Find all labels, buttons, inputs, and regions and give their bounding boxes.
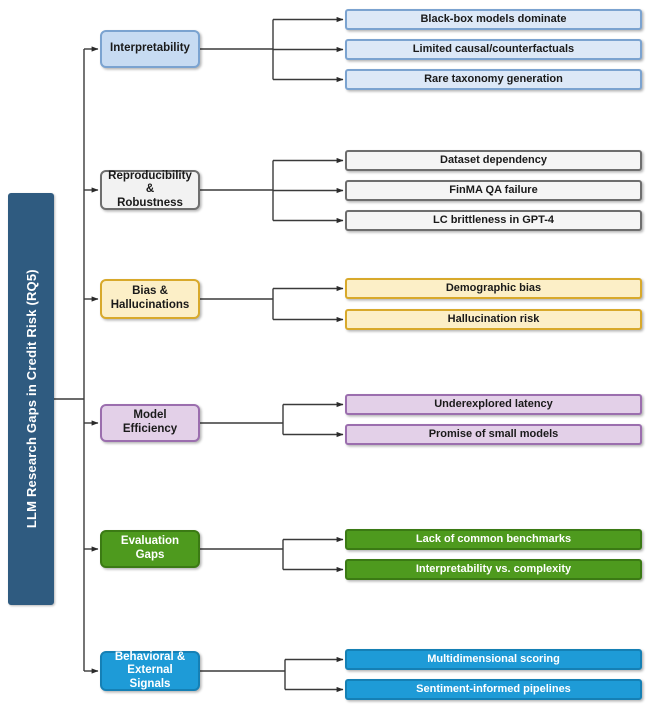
leaf-node-behavioral-external-signals-0[interactable]: Multidimensional scoring [345, 649, 642, 670]
leaf-node-model-efficiency-0-label: Underexplored latency [434, 398, 553, 411]
category-node-model-efficiency-label: Model Efficiency [122, 409, 178, 435]
category-node-reproducibility-robustness[interactable]: Reproducibility &Robustness [100, 170, 200, 210]
category-node-behavioral-external-signals[interactable]: Behavioral &External Signals [100, 651, 200, 691]
leaf-node-evaluation-gaps-1-label: Interpretability vs. complexity [415, 563, 572, 576]
leaf-node-bias-hallucinations-1-label: Hallucination risk [447, 313, 540, 326]
leaf-node-evaluation-gaps-0[interactable]: Lack of common benchmarks [345, 529, 642, 550]
category-node-evaluation-gaps-label: Evaluation Gaps [120, 535, 180, 561]
category-node-interpretability[interactable]: Interpretability [100, 30, 200, 68]
leaf-node-evaluation-gaps-1[interactable]: Interpretability vs. complexity [345, 559, 642, 580]
leaf-node-bias-hallucinations-0-label: Demographic bias [445, 282, 542, 295]
category-node-bias-hallucinations[interactable]: Bias &Hallucinations [100, 279, 200, 319]
category-node-behavioral-external-signals-label: Behavioral &External Signals [114, 650, 186, 690]
category-node-bias-hallucinations-label: Bias &Hallucinations [110, 285, 190, 311]
leaf-node-interpretability-2-label: Rare taxonomy generation [424, 73, 563, 86]
leaf-node-reproducibility-robustness-0[interactable]: Dataset dependency [345, 150, 642, 171]
leaf-node-evaluation-gaps-0-label: Lack of common benchmarks [415, 533, 572, 546]
leaf-node-model-efficiency-1-label: Promise of small models [428, 428, 559, 441]
leaf-node-model-efficiency-0[interactable]: Underexplored latency [345, 394, 642, 415]
leaf-node-bias-hallucinations-0[interactable]: Demographic bias [345, 278, 642, 299]
leaf-node-interpretability-1-label: Limited causal/counterfactuals [412, 43, 575, 56]
leaf-node-reproducibility-robustness-1[interactable]: FinMA QA failure [345, 180, 642, 201]
category-node-reproducibility-robustness-label: Reproducibility &Robustness [108, 169, 192, 209]
leaf-node-interpretability-1[interactable]: Limited causal/counterfactuals [345, 39, 642, 60]
root-node[interactable]: LLM Research Gaps in Credit Risk (RQ5) [8, 193, 54, 605]
leaf-node-reproducibility-robustness-0-label: Dataset dependency [440, 154, 547, 167]
leaf-node-interpretability-2[interactable]: Rare taxonomy generation [345, 69, 642, 90]
root-node-label: LLM Research Gaps in Credit Risk (RQ5) [23, 269, 39, 529]
category-node-model-efficiency[interactable]: Model Efficiency [100, 404, 200, 442]
leaf-node-interpretability-0-label: Black-box models dominate [420, 13, 567, 26]
leaf-node-behavioral-external-signals-0-label: Multidimensional scoring [427, 653, 560, 666]
leaf-node-interpretability-0[interactable]: Black-box models dominate [345, 9, 642, 30]
category-node-evaluation-gaps[interactable]: Evaluation Gaps [100, 530, 200, 568]
leaf-node-reproducibility-robustness-2[interactable]: LC brittleness in GPT-4 [345, 210, 642, 231]
leaf-node-behavioral-external-signals-1-label: Sentiment-informed pipelines [416, 683, 571, 696]
leaf-node-behavioral-external-signals-1[interactable]: Sentiment-informed pipelines [345, 679, 642, 700]
leaf-node-bias-hallucinations-1[interactable]: Hallucination risk [345, 309, 642, 330]
leaf-node-model-efficiency-1[interactable]: Promise of small models [345, 424, 642, 445]
leaf-node-reproducibility-robustness-2-label: LC brittleness in GPT-4 [432, 214, 555, 227]
leaf-node-reproducibility-robustness-1-label: FinMA QA failure [449, 184, 538, 197]
category-node-interpretability-label: Interpretability [110, 42, 190, 55]
